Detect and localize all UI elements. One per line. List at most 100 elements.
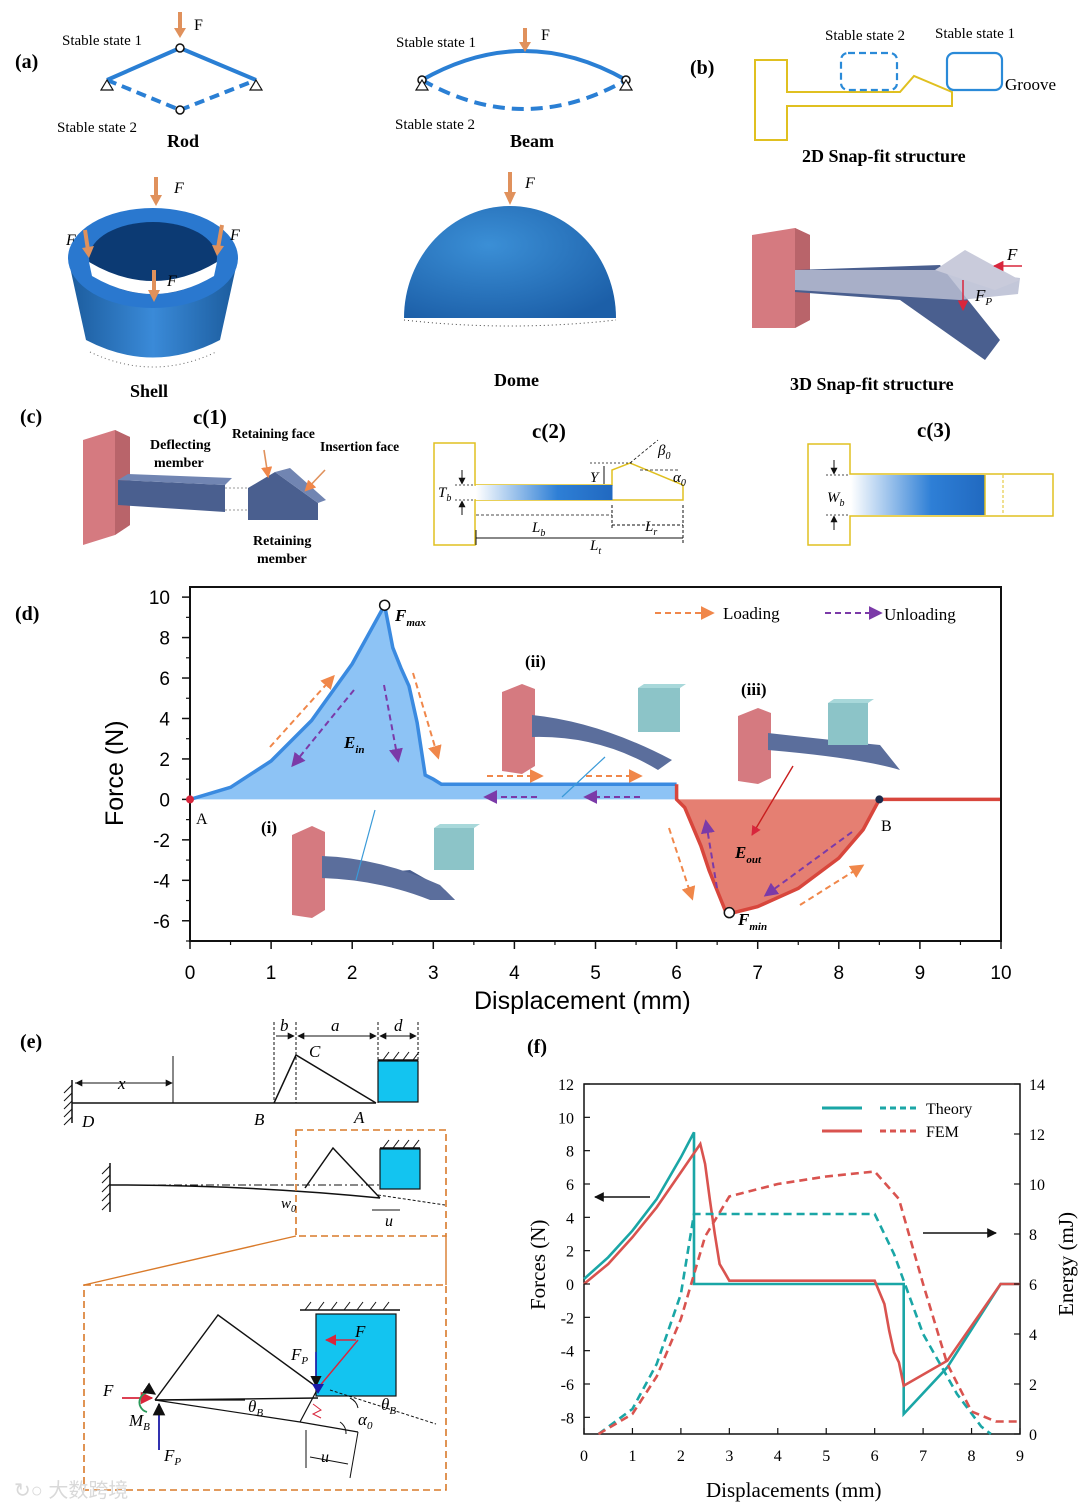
e-alpha-sub: 0 (367, 1420, 373, 1432)
c2-Lt: Lt (589, 538, 601, 557)
shell-diagram (68, 177, 238, 368)
c2-Tb-main: T (438, 485, 448, 501)
beam-stable1: Stable state 1 (396, 35, 476, 51)
b-stable1: Stable state 1 (935, 26, 1015, 42)
c3-Wb: Wb (827, 490, 845, 509)
dome-name: Dome (494, 370, 539, 390)
chart-d-xtick-label: 1 (266, 963, 277, 984)
ein-sub: in (355, 744, 364, 756)
e-w0: w0 (281, 1196, 296, 1215)
fmin-main: F (737, 910, 750, 929)
panel-a: (a) Stable state 1 Stable state 2 F Rod (15, 12, 634, 401)
chart-d-point-b (875, 795, 884, 804)
chart-d-xtick-label: 7 (752, 963, 763, 984)
chart-f-y2tick-label: 0 (1029, 1427, 1037, 1444)
c1-retaining-member: member (257, 552, 307, 567)
chart-d-ytick-label: 8 (159, 629, 170, 650)
chart-f-ytick-label: 12 (558, 1077, 574, 1094)
e-zoom-box (83, 1284, 447, 1491)
chart-d-point-fmin (723, 906, 736, 919)
chart-f-ylabel: Forces (N) (526, 1220, 550, 1310)
label-i: (i) (261, 818, 277, 837)
shell-force-top: F (173, 180, 184, 197)
chart-f-xtick-label: 0 (580, 1448, 588, 1465)
panel-b: (b) Stable state 2 Stable state 1 Groove… (690, 26, 1056, 394)
chart-f-ytick-label: 4 (566, 1210, 574, 1227)
chart-d-xtick-label: 6 (671, 963, 682, 984)
chart-d-xtick-label: 5 (590, 963, 601, 984)
chart-d-ytick-label: -2 (153, 831, 170, 852)
c1-diagram (83, 430, 326, 545)
c1-title: c(1) (193, 405, 227, 429)
e-alpha-main: α (358, 1410, 368, 1429)
chart-d-ylabel: Force (N) (101, 720, 129, 826)
e-mid-schematic (101, 1129, 447, 1237)
e-F-left: F (102, 1381, 114, 1400)
c2-Lr: Lr (644, 519, 657, 538)
e-u-mid: u (385, 1213, 393, 1230)
chart-f-y2tick-label: 12 (1029, 1127, 1045, 1144)
dome-force: F (524, 175, 535, 192)
e-MB-sub: B (143, 1421, 150, 1433)
inset-ii (502, 684, 686, 798)
chart-f-xlabel: Displacements (mm) (706, 1478, 882, 1502)
fmin-sub: min (749, 921, 767, 933)
c2-Tb-sub: b (446, 493, 451, 504)
e-Fp-left-main: F (163, 1446, 175, 1465)
beam-force: F (541, 27, 550, 44)
chart-f-series-fem-force (583, 1140, 1020, 1388)
watermark: ↻○ 大数跨境 (14, 1479, 128, 1502)
chart-f-ytick-label: 0 (566, 1277, 574, 1294)
e-alpha: α0 (358, 1410, 373, 1432)
c1-retaining-face: Retaining face (232, 426, 315, 441)
b-fp: FP (974, 286, 992, 308)
e-a: a (331, 1016, 340, 1035)
c2-alpha: α0 (673, 470, 686, 489)
c2-beta: β0 (657, 443, 670, 462)
dome-diagram (403, 172, 617, 327)
chart-d-ytick-label: 4 (159, 709, 170, 730)
chart-d-xtick-label: 8 (834, 963, 845, 984)
chart-f-series-fem-energy (597, 1170, 1020, 1436)
snapfit-3d (752, 228, 1022, 360)
chart-f-y2tick-label: 14 (1029, 1077, 1045, 1094)
chart-f-xtick-label: 3 (725, 1448, 733, 1465)
c2-beta-main: β (657, 443, 666, 459)
c2-Lt-main: L (589, 538, 598, 554)
rod-name: Rod (167, 131, 199, 151)
chart-f-y2tick-label: 4 (1029, 1327, 1037, 1344)
c2-alpha-main: α (673, 470, 682, 486)
e-w0-sub: 0 (291, 1204, 296, 1215)
chart-f-y2tick-label: 2 (1029, 1377, 1037, 1394)
e-w0-main: w (281, 1196, 291, 1212)
panel-a-letter: (a) (15, 51, 38, 73)
b-stable2: Stable state 2 (825, 28, 905, 44)
c3-Wb-sub: b (840, 498, 845, 509)
c2-Tb: Tb (438, 485, 451, 504)
panel-c: (c) c(1) c(2) c(3) Deflecting member Ret… (20, 405, 1054, 567)
e-MB: MB (128, 1411, 150, 1433)
chart-d-xlabel: Displacement (mm) (474, 987, 691, 1015)
chart-d-ytick-label: 0 (159, 790, 170, 811)
label-fmin: Fmin (737, 910, 767, 933)
chart-d-xtick-label: 2 (347, 963, 358, 984)
chart-d-arrows (269, 606, 883, 906)
chart-d-fill-neg (676, 799, 880, 913)
label-iii: (iii) (741, 680, 767, 699)
shell-force-inner: F (166, 273, 177, 290)
beam-diagram (414, 28, 634, 111)
c2-beta-sub: 0 (665, 451, 670, 462)
c1-retaining: Retaining (253, 534, 311, 549)
label-eout: Eout (734, 843, 762, 866)
e-theta-left-main: θ (248, 1397, 256, 1416)
c2-Lt-sub: t (598, 546, 601, 557)
chart-f-y2tick-label: 8 (1029, 1227, 1037, 1244)
inset-iii (738, 699, 900, 836)
chart-d-ytick-label: 6 (159, 669, 170, 690)
chart-d-fill-pos (190, 605, 677, 800)
c2-Lb: Lb (531, 520, 545, 539)
chart-d-xtick-label: 10 (990, 963, 1011, 984)
shell-force-right: F (229, 227, 240, 244)
